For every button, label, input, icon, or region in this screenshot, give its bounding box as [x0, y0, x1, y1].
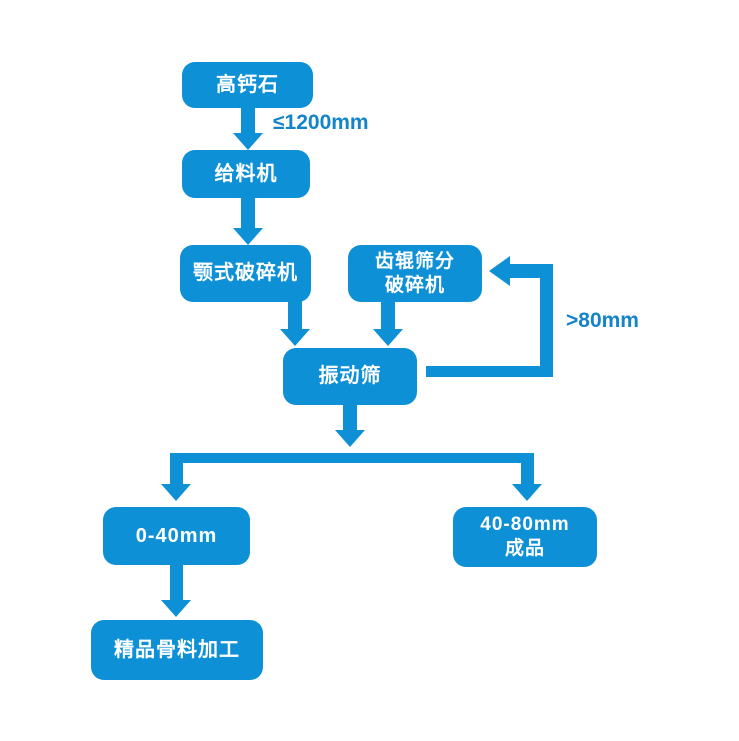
arrow-jaw-to-screen-shaft [288, 300, 302, 330]
node-feeder-label: 给料机 [214, 162, 278, 185]
loop-vertical-bar [540, 271, 553, 377]
node-size-40-80mm: 40-80mm 成品 [453, 507, 597, 567]
node-jaw-crusher: 颚式破碎机 [180, 245, 311, 302]
node-size-0-40mm: 0-40mm [103, 507, 250, 565]
node-roller-crusher-label-line1: 齿辊筛分 [374, 250, 455, 272]
split-right-arm [521, 461, 534, 485]
arrow-split-to-40-80-head-icon [512, 484, 542, 501]
arrow-0-40-to-aggregate-head-icon [161, 600, 191, 617]
node-roller-crusher-label-line2: 破碎机 [384, 274, 445, 296]
arrow-feeder-to-jaw-shaft [241, 196, 255, 229]
node-raw-material: 高钙石 [182, 62, 313, 108]
arrow-split-to-0-40-head-icon [161, 484, 191, 501]
split-horizontal-bar [170, 453, 534, 463]
node-raw-material-label: 高钙石 [216, 73, 279, 96]
node-size-40-80mm-label-line2: 成品 [504, 538, 545, 559]
arrow-raw-to-feeder-head-icon [233, 133, 263, 150]
loop-top-bar [508, 264, 553, 278]
arrow-0-40-to-aggregate-shaft [170, 563, 183, 601]
node-roller-crusher: 齿辊筛分 破碎机 [348, 245, 482, 302]
node-size-40-80mm-label-line1: 40-80mm [480, 514, 570, 536]
node-feeder: 给料机 [182, 150, 310, 198]
split-left-arm [170, 461, 183, 485]
loop-bottom-bar [426, 366, 553, 377]
node-aggregate-processing: 精品骨料加工 [91, 620, 263, 680]
node-vibrating-screen-label: 振动筛 [318, 365, 382, 387]
arrow-loop-to-roller-head-icon [489, 256, 510, 286]
node-jaw-crusher-label: 颚式破碎机 [193, 262, 298, 284]
arrow-roller-to-screen-head-icon [373, 329, 403, 346]
node-vibrating-screen: 振动筛 [283, 348, 417, 405]
arrow-raw-to-feeder-shaft [241, 105, 255, 134]
arrow-jaw-to-screen-head-icon [280, 329, 310, 346]
node-aggregate-processing-label: 精品骨料加工 [114, 638, 240, 661]
edge-label-oversize-return: >80mm [566, 309, 639, 332]
arrow-screen-to-split-head-icon [335, 430, 365, 447]
node-size-0-40mm-label: 0-40mm [135, 524, 218, 547]
arrow-feeder-to-jaw-head-icon [233, 228, 263, 245]
edge-label-feed-size: ≤1200mm [273, 111, 369, 134]
arrow-roller-to-screen-shaft [381, 300, 395, 330]
arrow-screen-to-split-shaft [343, 403, 357, 431]
